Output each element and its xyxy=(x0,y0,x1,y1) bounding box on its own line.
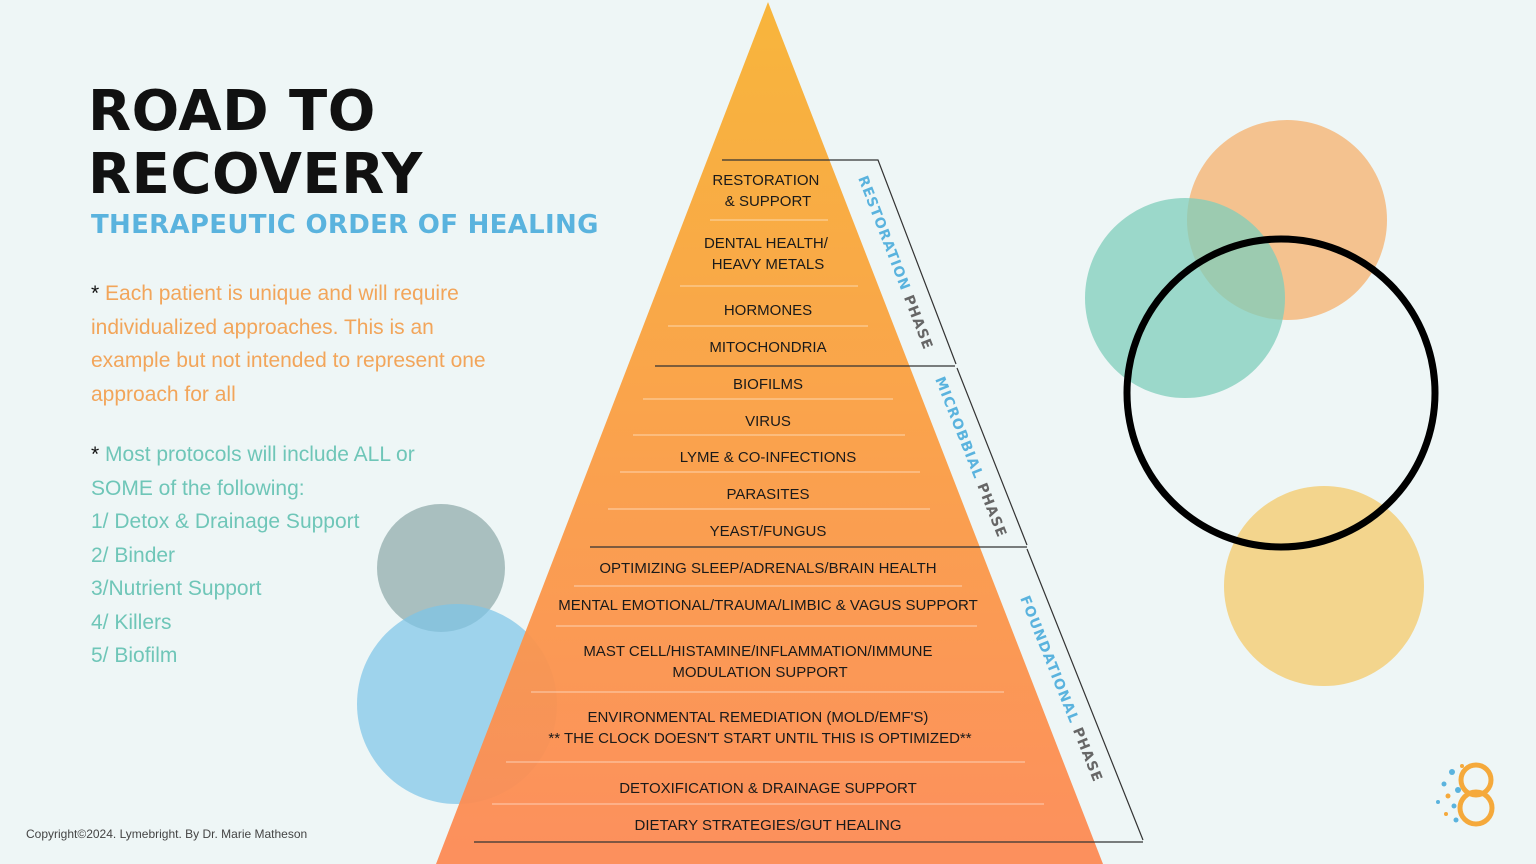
level-virus: VIRUS xyxy=(745,413,791,430)
subtitle: THERAPEUTIC ORDER OF HEALING xyxy=(91,210,599,240)
note-intro: Most protocols will include ALL or SOME … xyxy=(91,443,415,500)
title-line-2: RECOVERY xyxy=(88,142,423,207)
level-detoxification: DETOXIFICATION & DRAINAGE SUPPORT xyxy=(619,780,917,797)
title-line-1: ROAD TO xyxy=(88,79,376,144)
level-restoration-support: RESTORATION & SUPPORT xyxy=(712,172,823,210)
phase-brackets xyxy=(722,159,1144,841)
protocol-item: 5/ Biofilm xyxy=(91,644,178,667)
protocol-item: 2/ Binder xyxy=(91,543,176,567)
foundational-bracket xyxy=(1026,548,1144,841)
lymebright-logo-icon xyxy=(1436,762,1495,827)
protocol-item: 3/Nutrient Support xyxy=(91,577,262,600)
level-dietary-strategies: DIETARY STRATEGIES/GUT HEALING xyxy=(634,817,901,834)
phase-dividers xyxy=(474,365,1143,843)
note-star: * xyxy=(91,282,100,305)
note-star: * xyxy=(91,443,100,466)
level-sleep-adrenals: OPTIMIZING SLEEP/ADRENALS/BRAIN HEALTH xyxy=(599,560,936,577)
pyramid-shape xyxy=(436,2,1103,864)
protocol-item: 4/ Killers xyxy=(91,610,172,634)
microbial-bracket xyxy=(956,367,1028,546)
level-parasites: PARASITES xyxy=(726,486,809,503)
decor-circle-grey xyxy=(377,504,505,632)
decor-circle-yellow xyxy=(1224,486,1424,686)
note-unique-patient: * Each patient is unique and will requir… xyxy=(91,277,491,411)
level-biofilms: BIOFILMS xyxy=(733,376,803,393)
level-lyme-coinfections: LYME & CO-INFECTIONS xyxy=(680,449,856,466)
decor-ring-black xyxy=(1123,235,1439,551)
protocol-item: 1/ Detox & Drainage Support xyxy=(91,510,360,533)
level-hormones: HORMONES xyxy=(724,302,812,319)
level-yeast-fungus: YEAST/FUNGUS xyxy=(710,523,827,540)
pyramid-levels: RESTORATION & SUPPORT DENTAL HEALTH/ HEA… xyxy=(548,172,977,834)
level-mental-emotional: MENTAL EMOTIONAL/TRAUMA/LIMBIC & VAGUS S… xyxy=(558,597,978,614)
page-title: ROAD TO RECOVERY xyxy=(88,80,423,206)
level-mitochondria: MITOCHONDRIA xyxy=(709,339,826,356)
pyramid-separators xyxy=(492,219,1044,805)
level-mast-cell: MAST CELL/HISTAMINE/INFLAMMATION/IMMUNE … xyxy=(583,643,936,681)
note-protocols: * Most protocols will include ALL or SOM… xyxy=(91,438,451,673)
level-environmental-remediation: ENVIRONMENTAL REMEDIATION (MOLD/EMF'S) *… xyxy=(548,709,971,747)
level-dental-heavy-metals: DENTAL HEALTH/ HEAVY METALS xyxy=(704,235,832,273)
note-text: Each patient is unique and will require … xyxy=(91,282,486,406)
copyright: Copyright©2024. Lymebright. By Dr. Marie… xyxy=(26,827,308,841)
decor-circle-teal xyxy=(1085,198,1285,398)
restoration-bracket xyxy=(722,159,957,365)
